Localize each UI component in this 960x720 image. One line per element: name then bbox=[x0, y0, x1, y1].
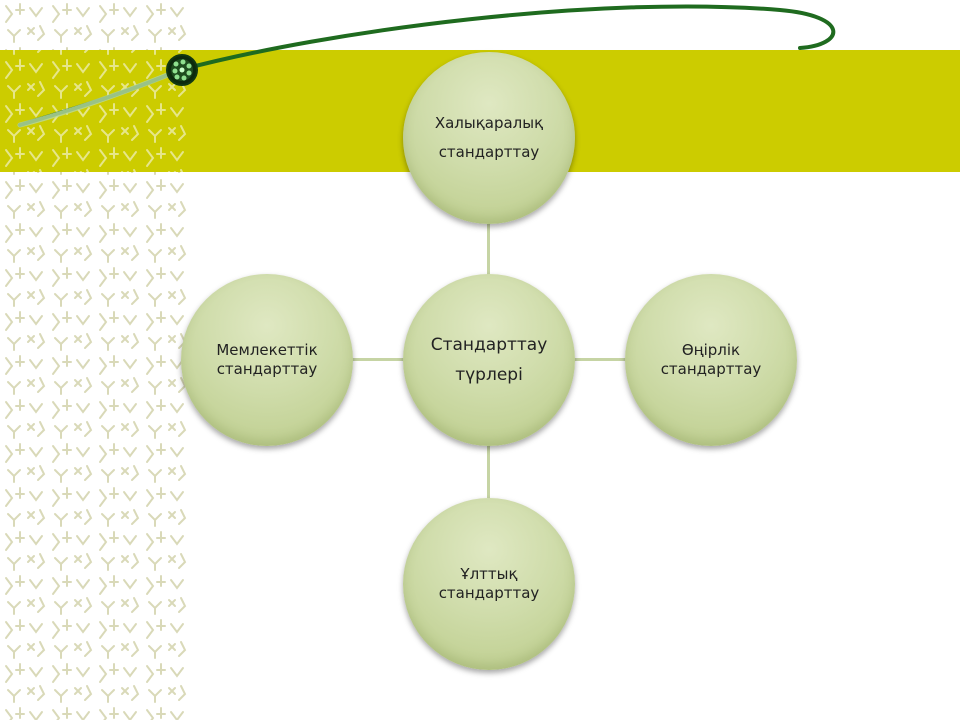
node-regional-line2: стандарттау bbox=[660, 360, 762, 378]
connector-top bbox=[487, 224, 490, 276]
node-national-line1: Ұлттық bbox=[460, 565, 518, 583]
band-pattern-overlay bbox=[0, 50, 188, 172]
node-regional: Өңірлік стандарттау bbox=[625, 274, 797, 446]
node-center-line2: түрлері bbox=[455, 365, 523, 385]
node-international-line1: Халықаралық bbox=[434, 114, 544, 132]
connector-left bbox=[352, 358, 404, 361]
node-state: Мемлекеттік стандарттау bbox=[181, 274, 353, 446]
node-national-line2: стандарттау bbox=[438, 584, 540, 602]
node-regional-line1: Өңірлік bbox=[681, 341, 741, 359]
node-state-line1: Мемлекеттік bbox=[216, 341, 318, 359]
connector-right bbox=[574, 358, 626, 361]
node-international: Халықаралық стандарттау bbox=[403, 52, 575, 224]
node-center: Стандарттау түрлері bbox=[403, 274, 575, 446]
node-international-line2: стандарттау bbox=[438, 143, 540, 161]
node-center-line1: Стандарттау bbox=[430, 335, 548, 355]
node-national: Ұлттық стандарттау bbox=[403, 498, 575, 670]
node-state-line2: стандарттау bbox=[216, 360, 318, 378]
connector-bottom bbox=[487, 446, 490, 498]
